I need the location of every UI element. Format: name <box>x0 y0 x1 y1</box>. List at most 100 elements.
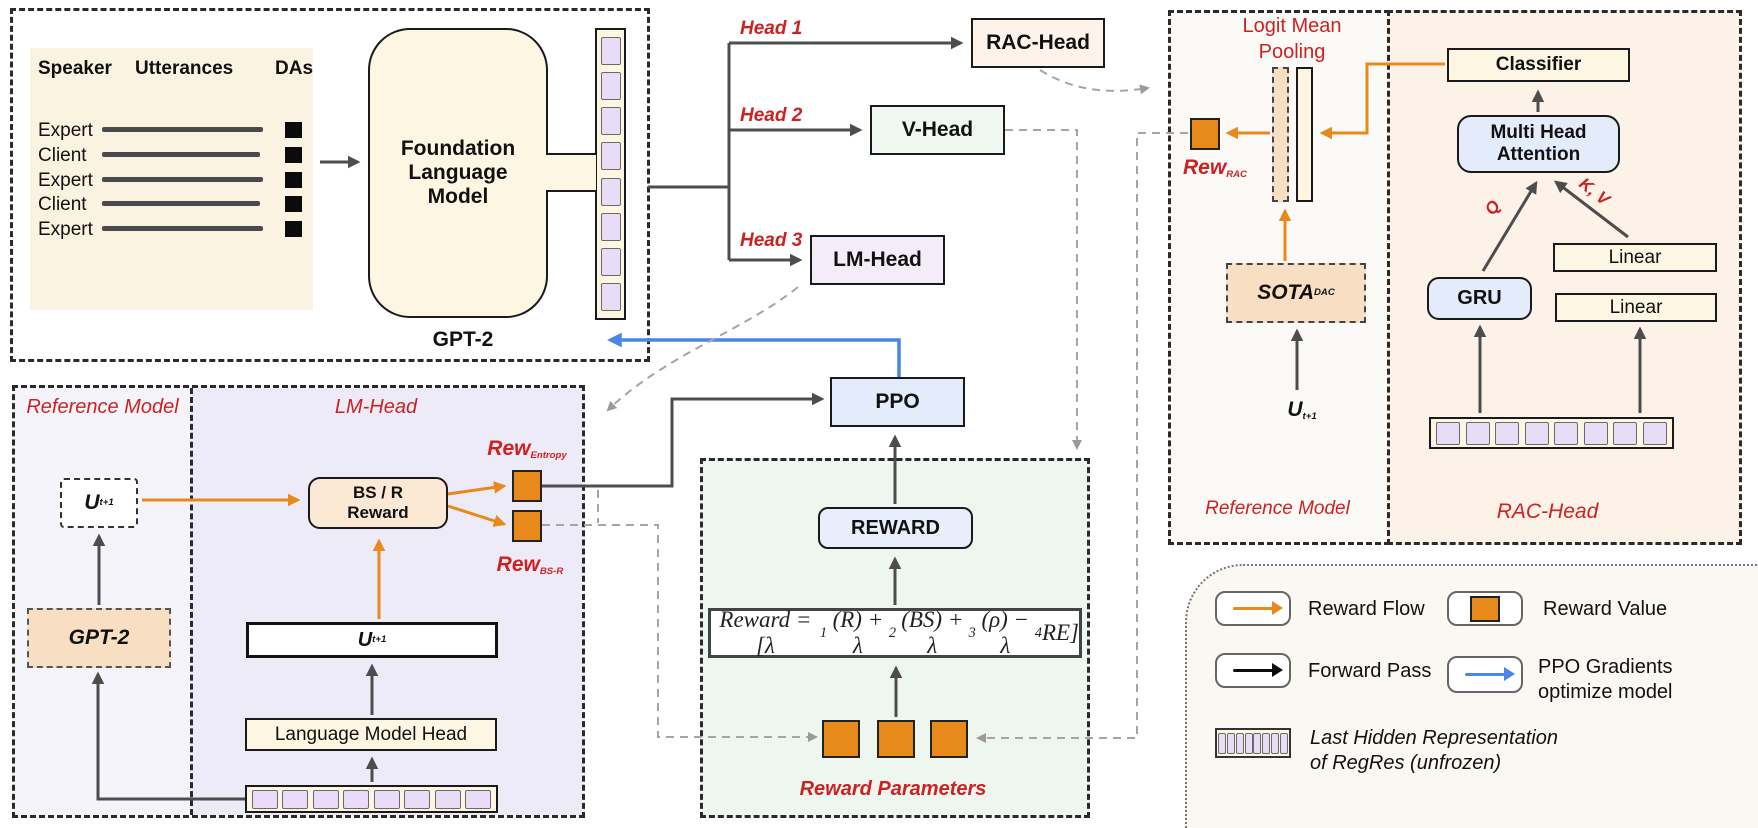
token-square <box>1495 421 1520 445</box>
lm-head-box: LM-Head <box>810 235 945 285</box>
token-square <box>1465 421 1490 445</box>
token-square <box>1436 421 1461 445</box>
token-square <box>1244 732 1253 754</box>
utterance-bar <box>102 127 263 132</box>
v-head-box: V-Head <box>870 105 1005 155</box>
blue-arrow-icon <box>1465 667 1515 681</box>
utterance-bar <box>102 177 263 182</box>
rac-head-panel-label: RAC-Head <box>1496 500 1599 523</box>
rew-entropy-square <box>512 470 542 502</box>
conversation-table: Speaker Utterances DAs Expert Client Exp… <box>30 48 313 310</box>
token-square <box>434 789 461 809</box>
token-square <box>373 789 400 809</box>
token-square <box>343 789 370 809</box>
legend-key-forward-pass <box>1215 653 1291 688</box>
table-row-speaker: Client <box>38 194 87 215</box>
token-square <box>600 247 621 276</box>
token-square <box>1235 732 1244 754</box>
legend-reward-value-label: Reward Value <box>1543 598 1668 620</box>
u-next-right-base: U <box>1287 398 1303 421</box>
column-header-speaker: Speaker <box>38 58 112 79</box>
rew-bsr-square <box>512 510 542 542</box>
token-square <box>1262 732 1271 754</box>
pooling-bar-solid <box>1296 67 1313 202</box>
token-square <box>1253 732 1262 754</box>
token-square <box>1583 421 1608 445</box>
token-square <box>1642 421 1667 445</box>
rew-rac-sub: RAC <box>1226 168 1247 180</box>
token-square <box>312 789 339 809</box>
token-square <box>1613 421 1638 445</box>
rew-bsr-base: Rew <box>496 553 540 576</box>
rac-head-box: RAC-Head <box>971 18 1105 68</box>
u-wide-sub: t+1 <box>372 634 387 646</box>
classifier-box: Classifier <box>1447 48 1630 82</box>
bs-r-reward-box: BS / R Reward <box>308 477 448 529</box>
rac-hidden-representation-strip <box>1429 417 1674 449</box>
token-square <box>1271 732 1280 754</box>
dialogue-act-square <box>285 147 302 163</box>
rew-rac-square <box>1190 118 1220 150</box>
token-square <box>600 72 621 101</box>
token-square <box>600 212 621 241</box>
dialogue-act-square <box>285 196 302 212</box>
column-header-utterances: Utterances <box>135 58 234 79</box>
token-square <box>600 177 621 206</box>
gru-box: GRU <box>1427 277 1532 320</box>
black-arrow-icon <box>1233 663 1283 677</box>
rew-bsr-label: RewBS-R <box>470 553 590 577</box>
u-next-right-sub: t+1 <box>1302 410 1317 422</box>
table-row-speaker: Expert <box>38 170 93 191</box>
column-header-das: DAs <box>275 58 314 79</box>
token-square <box>1554 421 1579 445</box>
reward-box: REWARD <box>818 507 973 549</box>
token-square <box>600 107 621 136</box>
rew-entropy-label: RewEntropy <box>462 437 592 461</box>
token-square <box>1226 732 1235 754</box>
reward-parameter-square <box>877 720 915 758</box>
legend-ppo-gradients-label: PPO Gradients optimize model <box>1538 656 1673 703</box>
token-embedding-column <box>595 28 626 320</box>
u-next-sub: t+1 <box>99 497 114 509</box>
token-square <box>251 789 278 809</box>
token-square <box>600 282 621 311</box>
legend-key-ppo-gradients <box>1447 656 1523 693</box>
reward-parameter-square <box>822 720 860 758</box>
token-square <box>600 37 621 66</box>
reward-parameters-label: Reward Parameters <box>799 778 987 800</box>
reference-model-label: Reference Model <box>26 396 179 418</box>
u-wide-base: U <box>357 628 373 651</box>
dialogue-act-square <box>285 122 302 138</box>
sota-sub: DAC <box>1313 287 1335 299</box>
rew-rac-base: Rew <box>1183 156 1227 179</box>
pooling-bar-dashed <box>1272 67 1289 202</box>
head1-label: Head 1 <box>740 18 803 39</box>
lm-head-panel-label: LM-Head <box>334 396 418 418</box>
right-reference-model-label: Reference Model <box>1205 498 1350 519</box>
rew-rac-label: RewRAC <box>1155 156 1275 180</box>
token-square <box>465 789 492 809</box>
legend-forward-pass-label: Forward Pass <box>1308 660 1432 682</box>
lm-hidden-representation-strip <box>245 785 498 813</box>
utterance-bar <box>102 152 260 157</box>
table-row-speaker: Client <box>38 145 87 166</box>
reward-parameter-square <box>930 720 968 758</box>
utterance-bar <box>102 226 263 231</box>
language-model-head-box: Language Model Head <box>245 718 497 751</box>
multi-head-attention-box: Multi Head Attention <box>1457 115 1620 173</box>
u-next-base: U <box>84 490 100 514</box>
legend-key-reward-flow <box>1215 591 1291 626</box>
token-square <box>404 789 431 809</box>
logit-mean-pooling-label: Logit Mean Pooling <box>1242 15 1342 63</box>
legend-hidden-representation-label: Last Hidden Representation of RegRes (un… <box>1310 727 1558 774</box>
foundation-language-model-box: Foundation Language Model <box>368 28 548 318</box>
rew-bsr-sub: BS-R <box>539 565 564 577</box>
reference-gpt2-box: GPT-2 <box>27 608 171 668</box>
sota-base: SOTA <box>1257 280 1314 304</box>
linear-box-1: Linear <box>1553 243 1717 272</box>
